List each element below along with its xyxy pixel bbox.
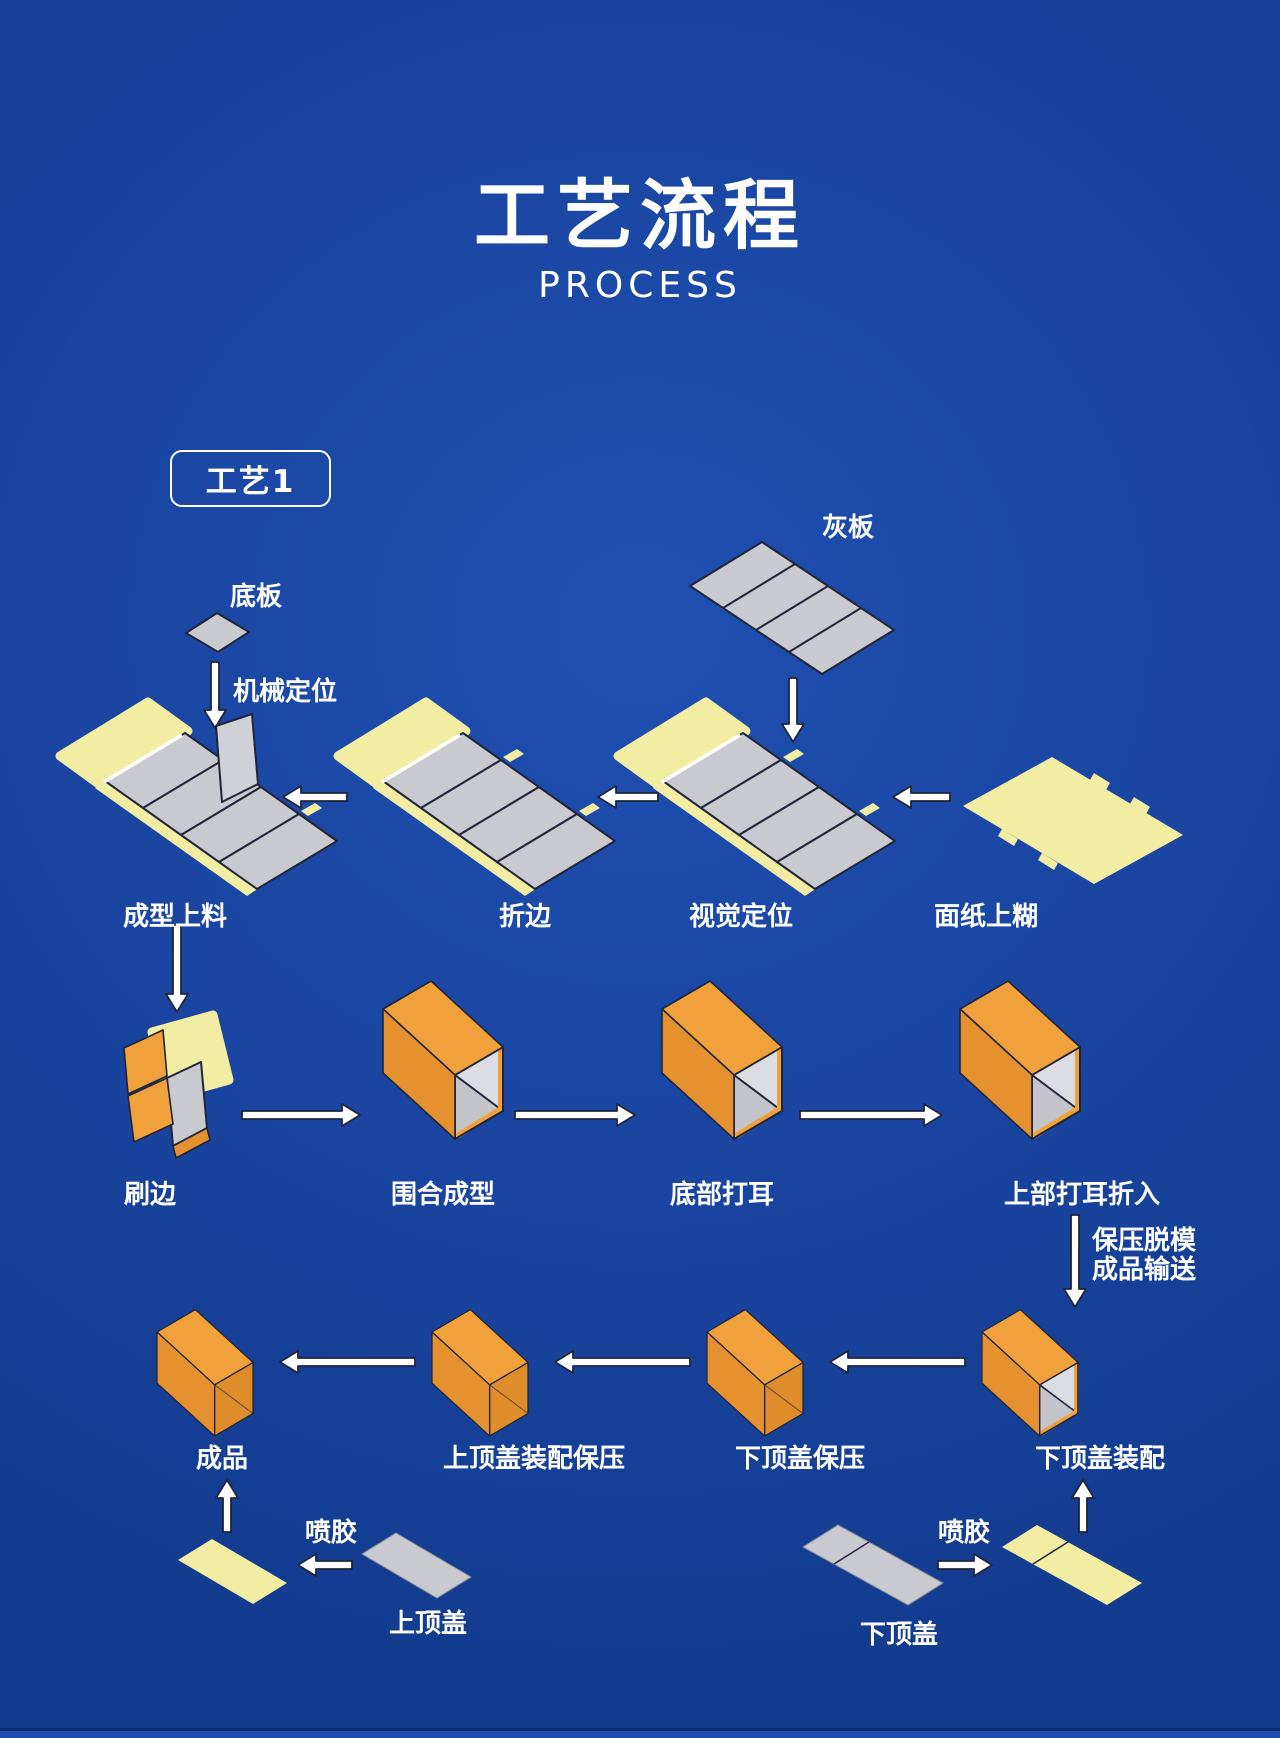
illustration-brush-edge [123,1010,234,1159]
gray-board-shape [689,541,895,675]
board-vision-positioning [618,702,895,896]
arrow-left-fold-to-form [282,785,348,809]
bottom-edge-strip [0,1731,1280,1738]
label-mechanical-positioning: 机械定位 [233,677,338,707]
arrow-up-finished [215,1479,239,1533]
arrow-right-glue [937,1553,993,1577]
label-finished-product: 成品 [195,1444,249,1474]
label-paper-gluing: 面纸上糊 [933,902,1039,932]
arrow-up-lower-cover [1071,1479,1095,1533]
arrow-right-enclose-to-ear [514,1103,636,1127]
box-enclose-forming [383,981,503,1139]
label-brush-edge: 刷边 [123,1180,177,1210]
label-transfer-line2: 成品输送 [1092,1255,1197,1285]
box-upper-cover-press [431,1308,529,1437]
label-glue-left: 喷胶 [304,1518,358,1548]
arrow-down-mechanical [203,661,227,729]
box-bottom-ear [662,981,782,1139]
upper-cover-shape [361,1532,472,1599]
label-gray-board: 灰板 [821,513,875,543]
box-finished [156,1308,254,1437]
page-subtitle: PROCESS [538,265,742,306]
board-forming-loading [60,702,337,896]
label-glue-right: 喷胶 [937,1518,991,1548]
box-lower-cover-assembly [982,1310,1078,1436]
box-lower-cover-press [706,1308,804,1437]
arrow-right-brush-to-enclose [241,1103,361,1127]
label-bottom-board: 底板 [229,582,283,612]
arrow-left-paper-to-vision [892,785,951,809]
label-folding: 折边 [498,902,552,932]
label-vision-positioning: 视觉定位 [688,902,794,932]
arrow-right-ear-to-upper [799,1103,943,1127]
arrow-left-vision-to-fold [597,785,659,809]
page-title: 工艺流程 [474,171,806,260]
lower-cover-glued-shape [1002,1525,1142,1605]
label-lower-cover-assembly: 下顶盖装配 [1034,1444,1166,1474]
label-enclose-forming: 围合成型 [390,1180,496,1210]
arrow-down-gray-board [781,677,805,743]
arrow-left-glue [297,1553,353,1577]
label-upper-cover-press: 上顶盖装配保压 [442,1444,626,1474]
box-upper-ear-fold [960,981,1080,1139]
label-forming-loading: 成型上料 [122,902,228,932]
section-badge: 工艺1 [170,450,331,507]
label-transfer-line1: 保压脱模 [1092,1226,1197,1256]
arrow-left-lowerpress-to-press [554,1350,691,1374]
lower-cover-shape [802,1524,944,1606]
upper-cover-glued-shape [178,1539,287,1604]
board-folding [338,702,615,896]
arrow-down-transfer [1063,1214,1087,1308]
label-upper-ear-fold: 上部打耳折入 [1003,1180,1161,1210]
section-badge-label: 工艺1 [205,464,296,500]
label-lower-cover: 下顶盖 [859,1620,939,1650]
bottom-board-shape [185,612,250,653]
arrow-left-press-to-finished [279,1350,416,1374]
label-bottom-ear: 底部打耳 [669,1180,775,1210]
arrow-down-forming [165,924,189,1013]
label-lower-cover-press: 下顶盖保压 [734,1444,866,1474]
bottom-edge-line [0,1728,1280,1731]
sheet-paper-gluing [963,757,1183,884]
label-upper-cover: 上顶盖 [388,1609,468,1639]
arrow-left-assembly-to-lowerpress [829,1350,966,1374]
